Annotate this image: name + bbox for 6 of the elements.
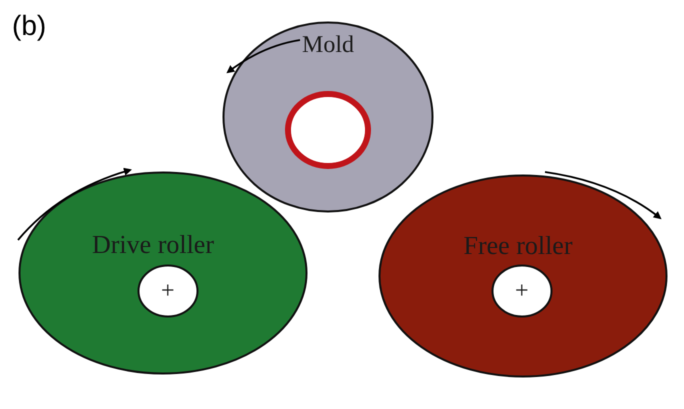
plus-sign: + xyxy=(161,279,175,303)
roller-label: Drive roller xyxy=(92,232,214,258)
panel-label: (b) xyxy=(12,10,46,42)
roller-label: Free roller xyxy=(464,233,573,259)
plus-sign: + xyxy=(515,279,529,303)
mold-label: Mold xyxy=(302,33,354,57)
